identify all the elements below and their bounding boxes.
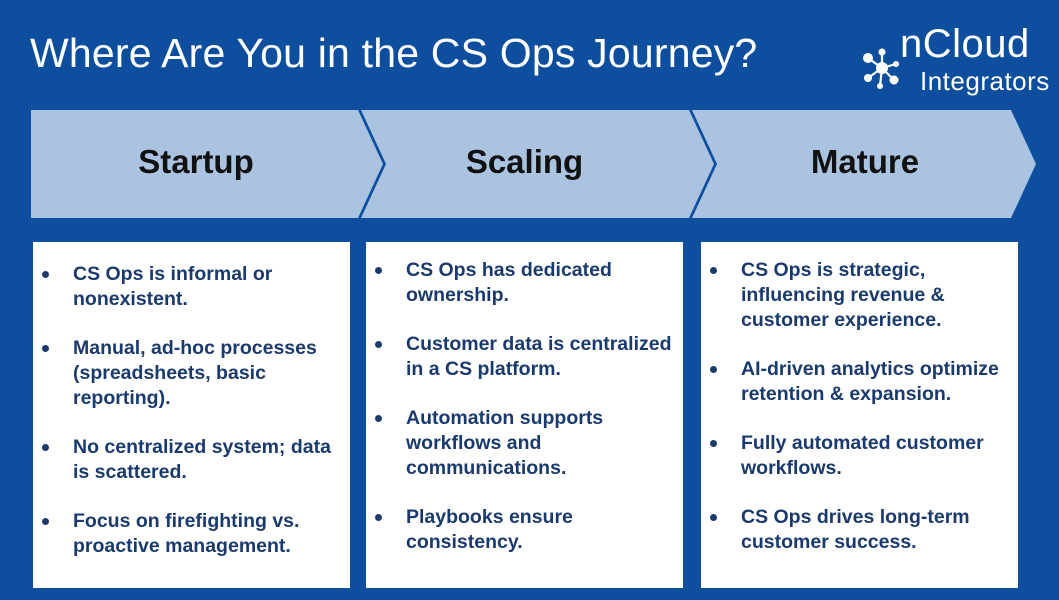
bullet-icon	[710, 440, 717, 447]
list-item: CS Ops drives long-term customer success…	[710, 505, 1010, 555]
stage-label-startup: Startup	[138, 143, 254, 180]
startup-card: CS Ops is informal or nonexistent. Manua…	[33, 242, 350, 588]
chevron-mature	[692, 110, 1036, 218]
mature-card: CS Ops is strategic, influencing revenue…	[701, 242, 1018, 588]
logo-wordmark: nCloud	[900, 22, 1030, 66]
list-item: Focus on firefighting vs. proactive mana…	[42, 509, 342, 559]
bullet-icon	[42, 444, 49, 451]
bullet-icon	[710, 366, 717, 373]
list-item: No centralized system; data is scattered…	[42, 435, 342, 485]
bullet-icon	[710, 267, 717, 274]
stage-chevrons	[31, 110, 1036, 218]
stage-label-mature: Mature	[810, 143, 920, 180]
list-item: Automation supports workflows and commun…	[375, 406, 675, 481]
chevron-startup	[31, 110, 383, 218]
bullet-icon	[710, 514, 717, 521]
scaling-card: CS Ops has dedicated ownership. Customer…	[366, 242, 683, 588]
network-dots-icon	[863, 48, 899, 89]
logo-tagline: Integrators	[920, 66, 1050, 96]
list-item: CS Ops has dedicated ownership.	[375, 258, 675, 308]
page-title: Where Are You in the CS Ops Journey?	[30, 30, 758, 76]
list-item: Customer data is centralized in a CS pla…	[375, 332, 675, 382]
bullet-icon	[42, 518, 49, 525]
list-item: CS Ops is informal or nonexistent.	[42, 262, 342, 312]
list-item: Playbooks ensure consistency.	[375, 505, 675, 555]
chevron-scaling	[361, 110, 714, 218]
bullet-icon	[42, 345, 49, 352]
bullet-icon	[375, 415, 382, 422]
list-item: Manual, ad-hoc processes (spreadsheets, …	[42, 336, 342, 411]
ncloud-logo: nCloud Integrators	[860, 22, 1055, 100]
bullet-icon	[375, 267, 382, 274]
stage-label-scaling: Scaling	[465, 143, 584, 180]
list-item: Fully automated customer workflows.	[710, 431, 1010, 481]
bullet-icon	[42, 271, 49, 278]
bullet-icon	[375, 341, 382, 348]
list-item: CS Ops is strategic, influencing revenue…	[710, 258, 1010, 333]
list-item: AI-driven analytics optimize retention &…	[710, 357, 1010, 407]
bullet-icon	[375, 514, 382, 521]
